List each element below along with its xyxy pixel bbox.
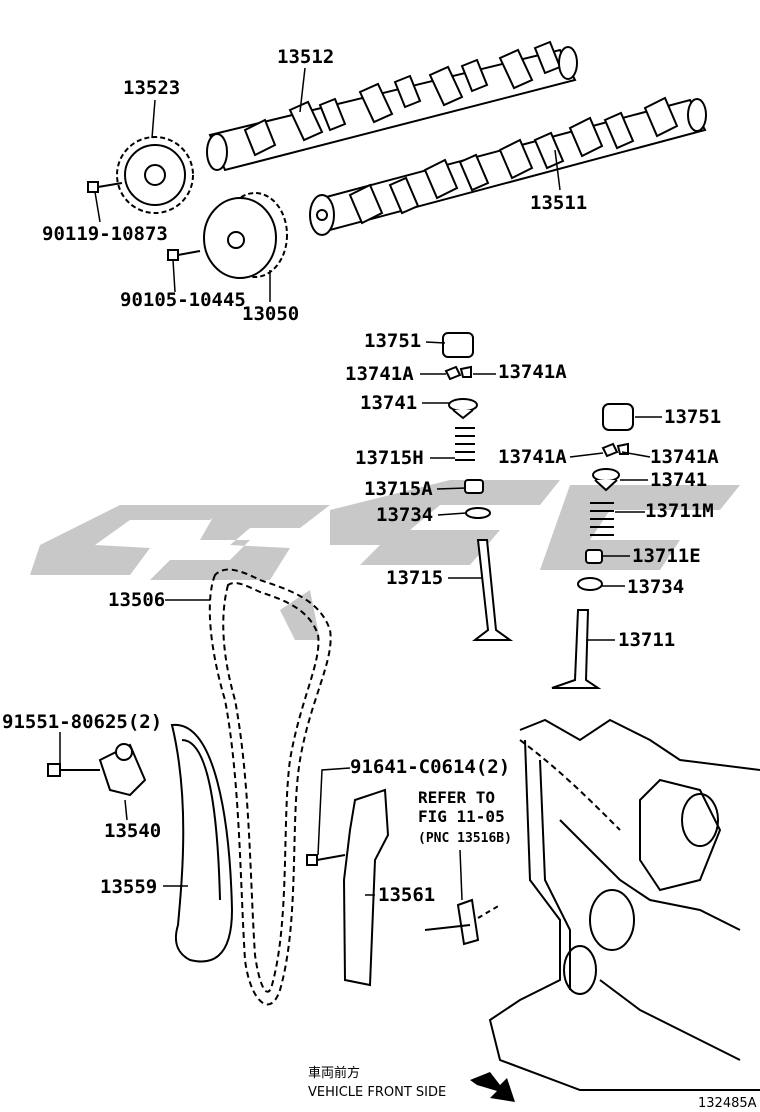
valve-stack-left (442, 332, 514, 641)
engine-block (488, 718, 760, 1091)
label-13715a: 13715A (364, 478, 433, 500)
label-90105-10445: 90105-10445 (120, 289, 246, 311)
label-13506: 13506 (108, 589, 166, 611)
timing-chain-13506 (208, 568, 332, 1006)
chain-guide-13561 (342, 788, 390, 987)
leader-lines (59, 67, 662, 901)
vvt-gear-13050 (203, 192, 288, 279)
direction-label-jp: 車両前方 (308, 1066, 361, 1081)
label-13523: 13523 (123, 77, 181, 99)
bolt-90105 (167, 249, 201, 261)
label-13715: 13715 (386, 567, 444, 589)
camshaft-13512 (206, 40, 578, 172)
label-13711: 13711 (618, 629, 676, 651)
label-13751-right: 13751 (664, 406, 722, 428)
label-13561: 13561 (378, 884, 436, 906)
label-13734-left: 13734 (376, 504, 434, 526)
label-13741a-left-1: 13741A (345, 363, 414, 385)
refer-note-line2: FIG 11-05 (418, 807, 505, 826)
label-13512: 13512 (277, 46, 335, 68)
label-13741a-left-2: 13741A (498, 446, 567, 468)
label-91551-80625: 91551-80625(2) (2, 711, 163, 733)
bolt-91641 (306, 854, 346, 866)
label-91641-c0614: 91641-C0614(2) (350, 756, 511, 778)
label-13715h: 13715H (355, 447, 424, 469)
label-90119-10873: 90119-10873 (42, 223, 168, 245)
label-13511: 13511 (530, 192, 588, 214)
front-direction-arrow (470, 1072, 515, 1102)
label-13711e: 13711E (632, 545, 701, 567)
label-13741a-right-1: 13741A (498, 361, 567, 383)
label-13741a-right-2: 13741A (650, 446, 719, 468)
label-13050: 13050 (242, 303, 300, 325)
sprocket-13523 (116, 136, 194, 214)
refer-note-line1: REFER TO (418, 788, 496, 807)
valve-stack-right (551, 403, 634, 689)
watermark-logo (30, 480, 740, 640)
chain-guide-13559 (170, 723, 234, 963)
camshaft-13511 (309, 96, 707, 236)
label-13711m: 13711M (645, 500, 714, 522)
label-13540: 13540 (104, 820, 162, 842)
refer-note-line3: (PNC 13516B) (418, 831, 512, 846)
label-13741-right: 13741 (650, 469, 708, 491)
bolt-90119 (87, 181, 123, 193)
oil-jet-13516b (424, 898, 501, 946)
label-13751-left: 13751 (364, 330, 422, 352)
figure-id: 132485A (698, 1096, 757, 1111)
tensioner-13540 (47, 743, 147, 797)
label-13559: 13559 (100, 876, 158, 898)
direction-label-en: VEHICLE FRONT SIDE (308, 1085, 447, 1100)
label-13734-right: 13734 (627, 576, 685, 598)
label-13741-left: 13741 (360, 392, 418, 414)
